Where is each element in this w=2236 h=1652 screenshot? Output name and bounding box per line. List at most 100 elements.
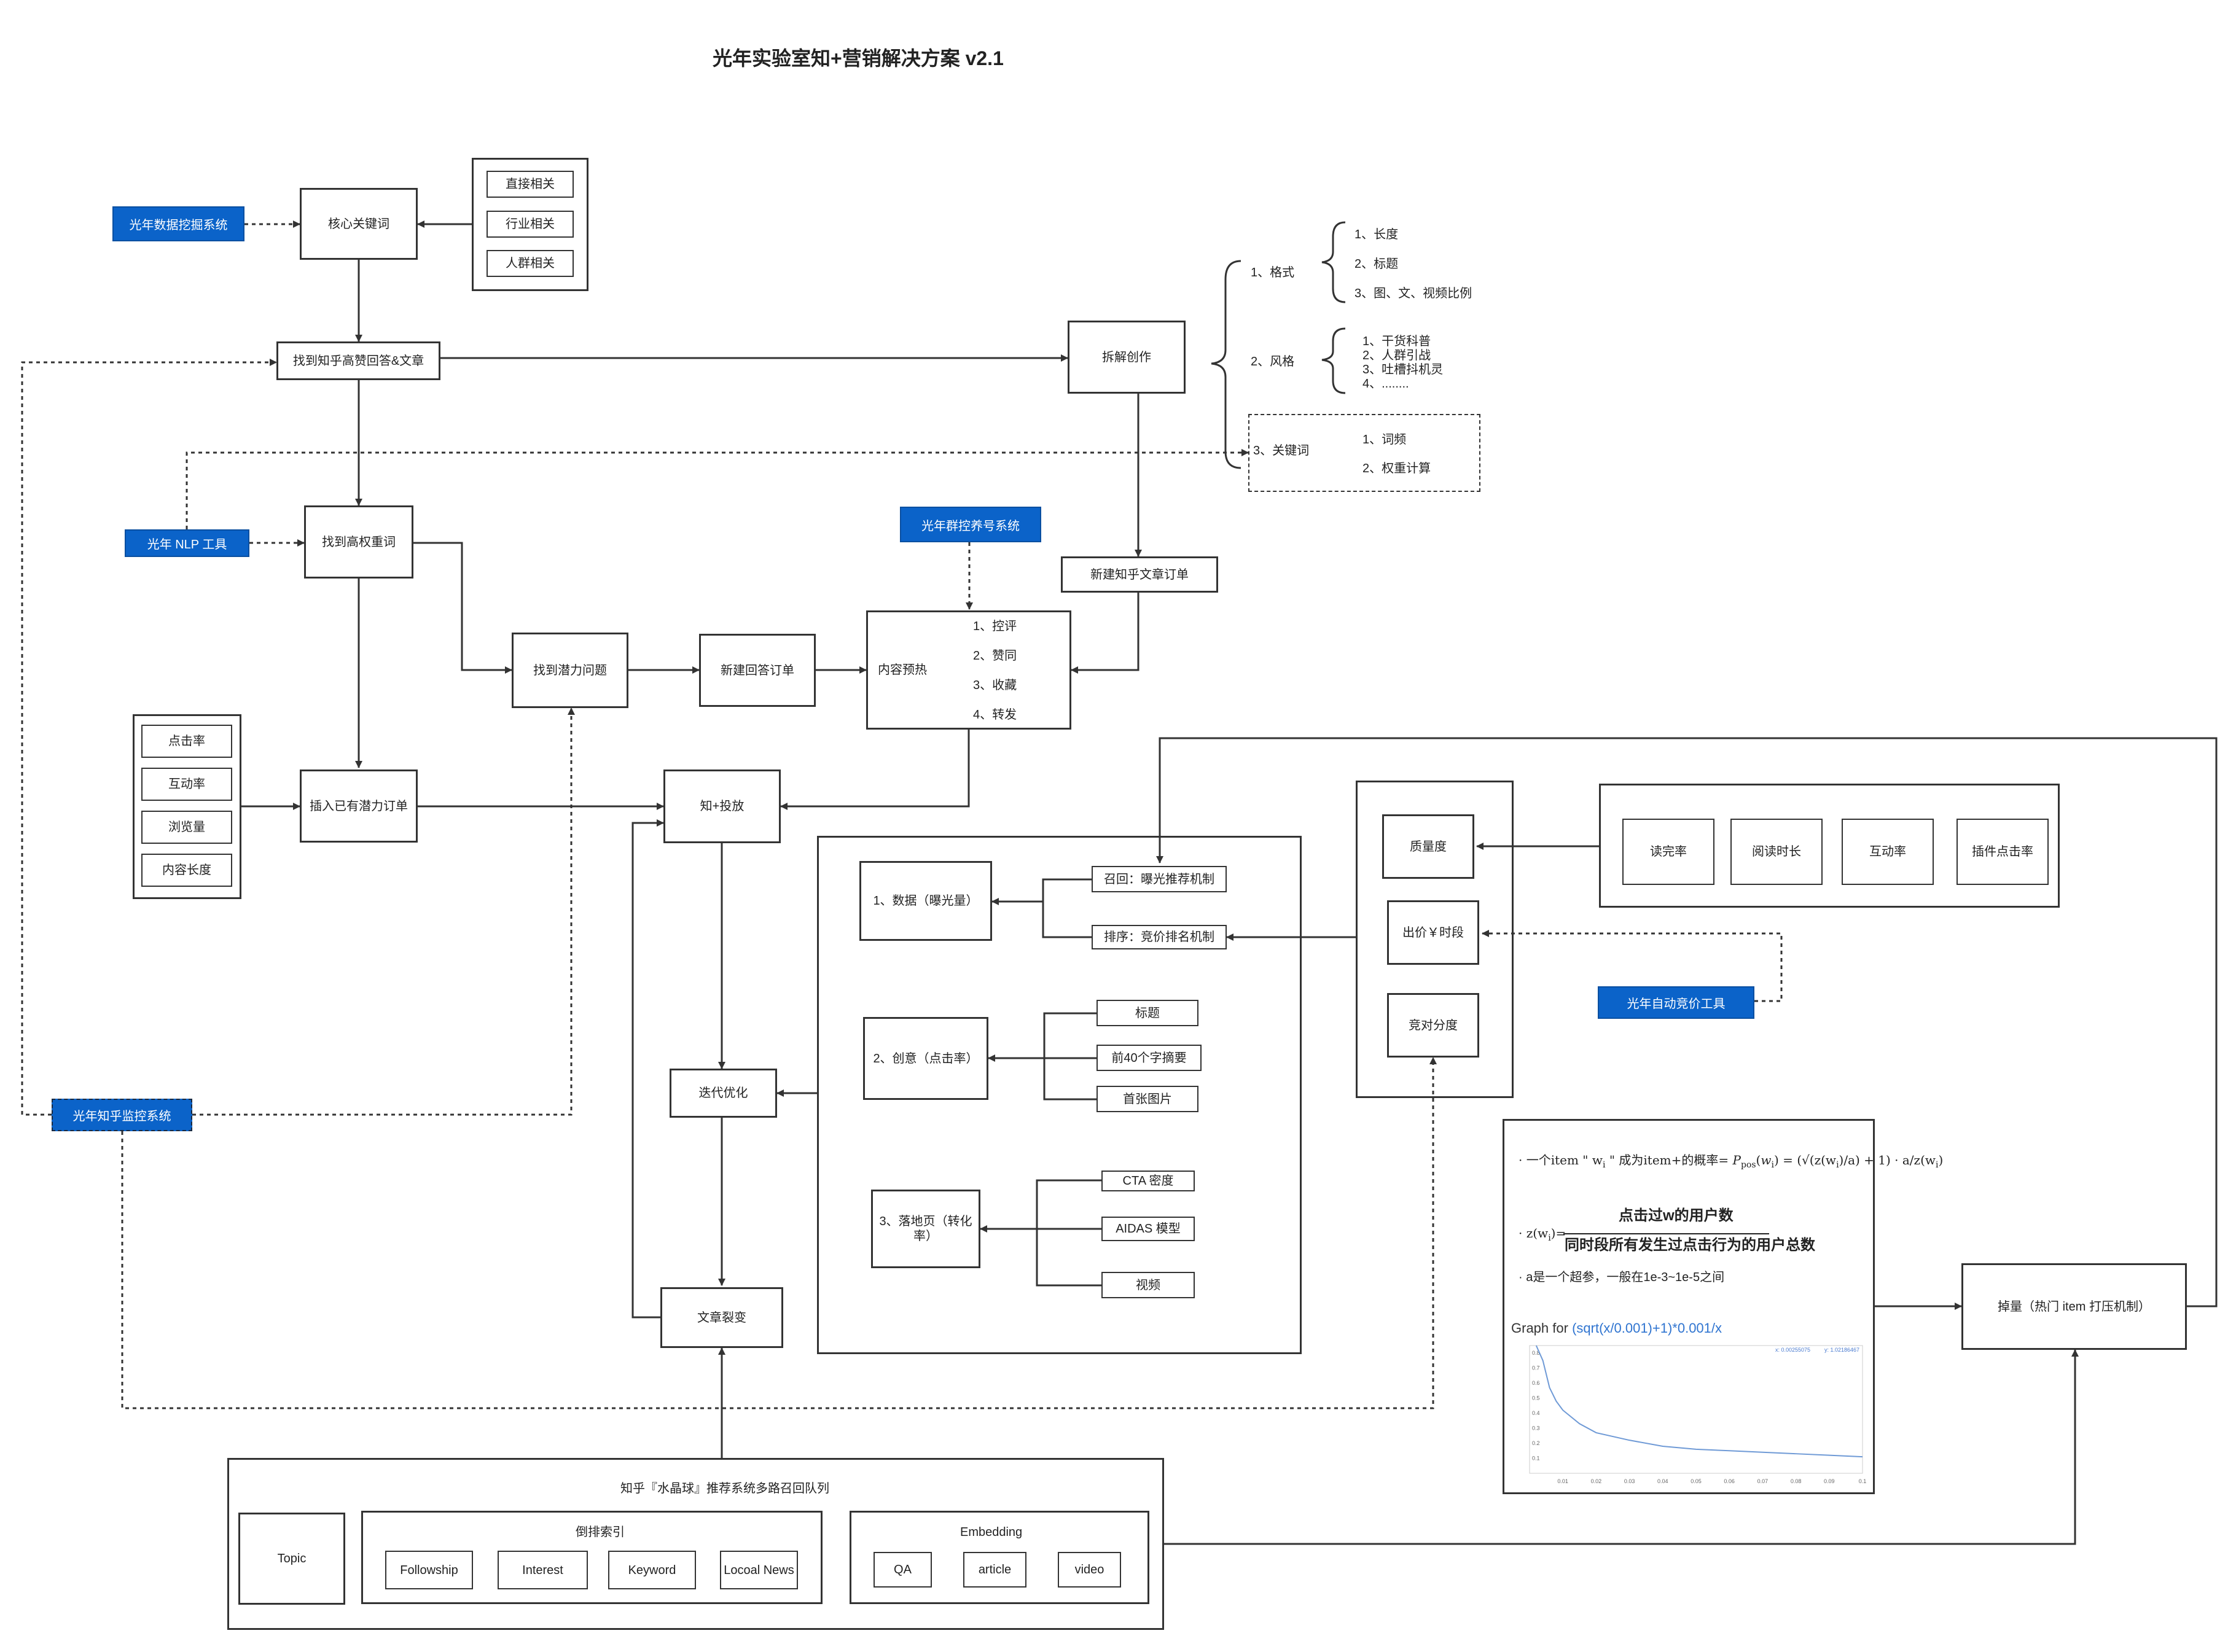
z-denominator: 同时段所有发生过点击行为的用户总数: [1565, 1237, 1815, 1253]
content-preheat-node[interactable]: 内容预热: [866, 610, 1071, 730]
mechanism-landing[interactable]: 3、落地页（转化率）: [871, 1190, 980, 1268]
formula-line1-mid: " 成为item+的概率=: [1605, 1153, 1729, 1167]
relative-score-node[interactable]: 竞对分度: [1387, 993, 1479, 1058]
metric-read-through[interactable]: 读完率: [1622, 819, 1714, 885]
z-def-prefix: · z(w: [1519, 1226, 1549, 1241]
edge-split-zhijia: [631, 819, 664, 1319]
embedding-qa[interactable]: QA: [874, 1552, 932, 1588]
insert-order-node[interactable]: 插入已有潜力订单: [300, 770, 418, 843]
metric-interaction-rate[interactable]: 互动率: [1842, 819, 1934, 885]
embedding-video[interactable]: video: [1058, 1552, 1121, 1588]
style-item-2: 2、人群引战: [1362, 349, 1431, 362]
recall-mechanism[interactable]: 召回：曝光推荐机制: [1092, 866, 1227, 892]
crowd-related[interactable]: 人群相关: [487, 250, 574, 277]
quality-node[interactable]: 质量度: [1382, 814, 1474, 879]
index-followship[interactable]: Followship: [385, 1551, 473, 1589]
index-interest[interactable]: Interest: [498, 1551, 588, 1589]
format-item-2: 2、标题: [1354, 257, 1399, 271]
mechanism-data[interactable]: 1、数据（曝光量）: [859, 861, 992, 941]
edge-preheat-zhijia: [780, 730, 970, 810]
x-tick-label: 0.02: [1591, 1478, 1602, 1484]
content-preheat-label: 内容预热: [878, 663, 927, 677]
direct-related[interactable]: 直接相关: [487, 171, 574, 198]
landing-cta[interactable]: CTA 密度: [1101, 1171, 1195, 1191]
index-keyword[interactable]: Keyword: [608, 1551, 696, 1589]
find-answers-node[interactable]: 找到知乎高赞回答&文章: [276, 341, 440, 380]
find-weight-words-node[interactable]: 找到高权重词: [304, 505, 413, 579]
edge-article-preheat: [1071, 593, 1140, 674]
embedding-article[interactable]: article: [963, 1552, 1026, 1588]
metric-read-time[interactable]: 阅读时长: [1730, 819, 1823, 885]
x-tick-label: 0.06: [1724, 1478, 1735, 1484]
find-potential-question-node[interactable]: 找到潜力问题: [512, 633, 628, 708]
formula-line1: · 一个item " wi " 成为item+的概率= Ppos(wi) = (…: [1519, 1153, 1944, 1170]
edge-weight-potential: [413, 542, 512, 674]
metric-interaction[interactable]: 互动率: [141, 768, 232, 801]
industry-related[interactable]: 行业相关: [487, 211, 574, 238]
y-tick-label: 0.6: [1532, 1380, 1540, 1386]
z-definition: · z(wi)=: [1519, 1226, 1566, 1243]
landing-aidas[interactable]: AIDAS 模型: [1101, 1217, 1195, 1241]
article-split-node[interactable]: 文章裂变: [660, 1287, 783, 1348]
creative-summary[interactable]: 前40个字摘要: [1096, 1045, 1202, 1071]
data-mining-system[interactable]: 光年数据挖掘系统: [112, 206, 244, 241]
edge-recall-data: [991, 878, 1092, 905]
topic-node[interactable]: Topic: [238, 1513, 345, 1605]
group-control-system[interactable]: 光年群控养号系统: [900, 507, 1041, 542]
dismantle-keyword: 3、关键词: [1253, 444, 1310, 458]
edge-boost-recall: [1156, 737, 2218, 1307]
style-item-1: 1、干货科普: [1362, 335, 1431, 348]
boost-node[interactable]: 掉量（热门 item 打压机制）: [1961, 1263, 2187, 1350]
keyword-box: [1248, 414, 1480, 492]
metric-plugin-ctr[interactable]: 插件点击率: [1957, 819, 2049, 885]
keyword-item-2: 2、权重计算: [1362, 462, 1431, 475]
format-item-1: 1、长度: [1354, 228, 1399, 241]
landing-video[interactable]: 视频: [1101, 1272, 1195, 1298]
rank-mechanism[interactable]: 排序：竞价排名机制: [1092, 925, 1227, 949]
style-item-3: 3、吐槽抖机灵: [1362, 363, 1444, 376]
metrics-left-group: [133, 714, 241, 899]
series-line: [1535, 1345, 1863, 1458]
core-keywords-node[interactable]: 核心关键词: [300, 188, 418, 260]
crystal-ball-title: 知乎『水晶球』推荐系统多路召回队列: [620, 1482, 829, 1495]
creative-first-image[interactable]: 首张图片: [1096, 1086, 1198, 1112]
bid-group: [1356, 781, 1514, 1098]
auto-bid-tool[interactable]: 光年自动竞价工具: [1598, 986, 1754, 1019]
graph-label: Graph for: [1511, 1320, 1568, 1336]
iterate-node[interactable]: 迭代优化: [670, 1069, 777, 1118]
edge-autobid-bidtime: [1482, 930, 1783, 1002]
edge-rank-data: [1042, 902, 1092, 938]
edge-monitor-answers: [21, 359, 277, 1116]
format-item-3: 3、图、文、视频比例: [1354, 287, 1472, 300]
metrics-right-group: [1599, 784, 2060, 908]
graph-function: (sqrt(x/0.001)+1)*0.001/x: [1572, 1320, 1722, 1336]
zhihu-monitor-system[interactable]: 光年知乎监控系统: [52, 1099, 192, 1131]
metric-content-length[interactable]: 内容长度: [141, 854, 232, 887]
y-tick-label: 0.4: [1532, 1410, 1540, 1416]
creative-title[interactable]: 标题: [1096, 1000, 1198, 1026]
zhijia-node[interactable]: 知+投放: [663, 770, 781, 843]
mechanism-creative[interactable]: 2、创意（点击率）: [863, 1017, 988, 1100]
y-tick-label: 0.8: [1532, 1350, 1540, 1356]
index-local-news[interactable]: Locoal News: [720, 1551, 798, 1589]
dismantle-format: 1、格式: [1251, 266, 1295, 279]
edge-landing-fan: [1036, 1179, 1101, 1287]
x-tick-label: 0.03: [1624, 1478, 1635, 1484]
dismantle-node[interactable]: 拆解创作: [1068, 321, 1186, 394]
embedding-label: Embedding: [960, 1525, 1023, 1539]
x-tick-label: 0.04: [1657, 1478, 1668, 1484]
x-tick-label: 0.05: [1691, 1478, 1702, 1484]
metric-views[interactable]: 浏览量: [141, 811, 232, 844]
new-answer-order-node[interactable]: 新建回答订单: [699, 634, 816, 707]
x-tick-label: 0.08: [1791, 1478, 1802, 1484]
bid-time-node[interactable]: 出价￥时段: [1387, 900, 1479, 965]
preheat-item-3: 3、收藏: [973, 679, 1017, 692]
crystal-ball-group: [227, 1458, 1164, 1630]
metric-ctr[interactable]: 点击率: [141, 725, 232, 758]
formula-line1-prefix: · 一个item " w: [1519, 1153, 1603, 1167]
x-tick-label: 0.01: [1557, 1478, 1568, 1484]
new-article-order-node[interactable]: 新建知乎文章订单: [1061, 556, 1218, 593]
nlp-tool[interactable]: 光年 NLP 工具: [125, 529, 249, 557]
y-tick-label: 0.1: [1532, 1455, 1540, 1462]
